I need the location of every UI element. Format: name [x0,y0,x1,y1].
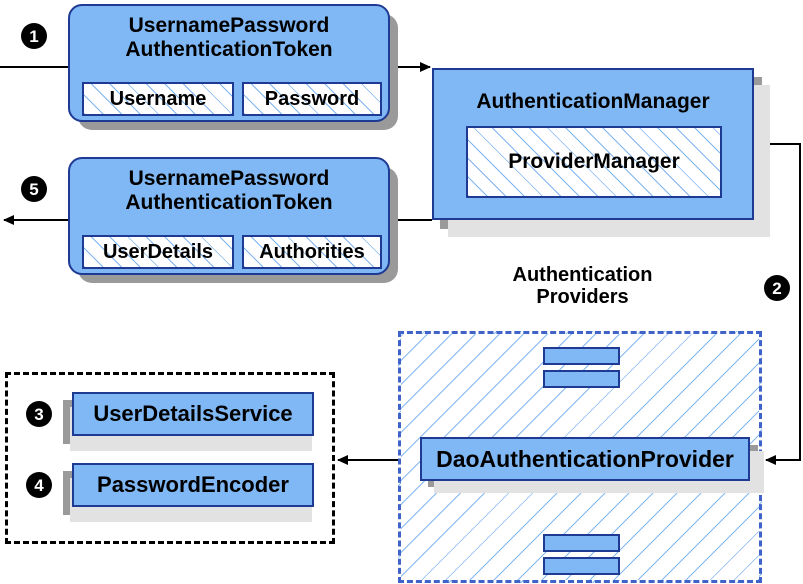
provider-stub-bottom-2 [543,557,620,575]
request-token-title-line2: AuthenticationToken [125,37,333,61]
step-marker-1: 1 [21,23,47,49]
authentication-manager-title: AuthenticationManager [476,90,710,113]
step-marker-4: 4 [26,472,52,498]
step-marker-5: 5 [21,176,47,202]
providers-caption-line2: Providers [536,286,629,309]
request-token-title: UsernamePassword AuthenticationToken [70,14,388,61]
response-token-slot-authorities: Authorities [242,235,382,269]
dao-authentication-provider-box: DaoAuthenticationProvider [420,437,750,481]
step-marker-2: 2 [764,275,790,301]
response-token-title-line1: UsernamePassword [128,167,330,190]
provider-stub-top-2 [543,370,620,388]
services-region [5,372,335,544]
provider-stub-bottom-1 [543,534,620,552]
request-token-title-line1: UsernamePassword [128,14,330,37]
response-token-title-line2: AuthenticationToken [125,190,333,214]
password-encoder-box: PasswordEncoder [72,463,314,507]
request-token-slot-username: Username [82,82,234,116]
request-token-box: UsernamePassword AuthenticationToken Use… [68,4,390,122]
authentication-manager-box: AuthenticationManager ProviderManager [432,68,754,220]
providers-caption-line1: Authentication [512,264,653,286]
provider-manager-box: ProviderManager [466,126,722,198]
step-marker-3: 3 [26,401,52,427]
user-details-service-box: UserDetailsService [72,392,314,436]
authentication-providers-caption: Authentication Providers [470,264,695,309]
response-token-slot-userdetails: UserDetails [82,235,234,269]
manager-to-provider-arrow [754,143,801,465]
provider-stub-top-1 [543,347,620,365]
request-token-slot-password: Password [242,82,382,116]
response-token-title: UsernamePassword AuthenticationToken [70,167,388,214]
response-token-box: UsernamePassword AuthenticationToken Use… [68,157,390,275]
